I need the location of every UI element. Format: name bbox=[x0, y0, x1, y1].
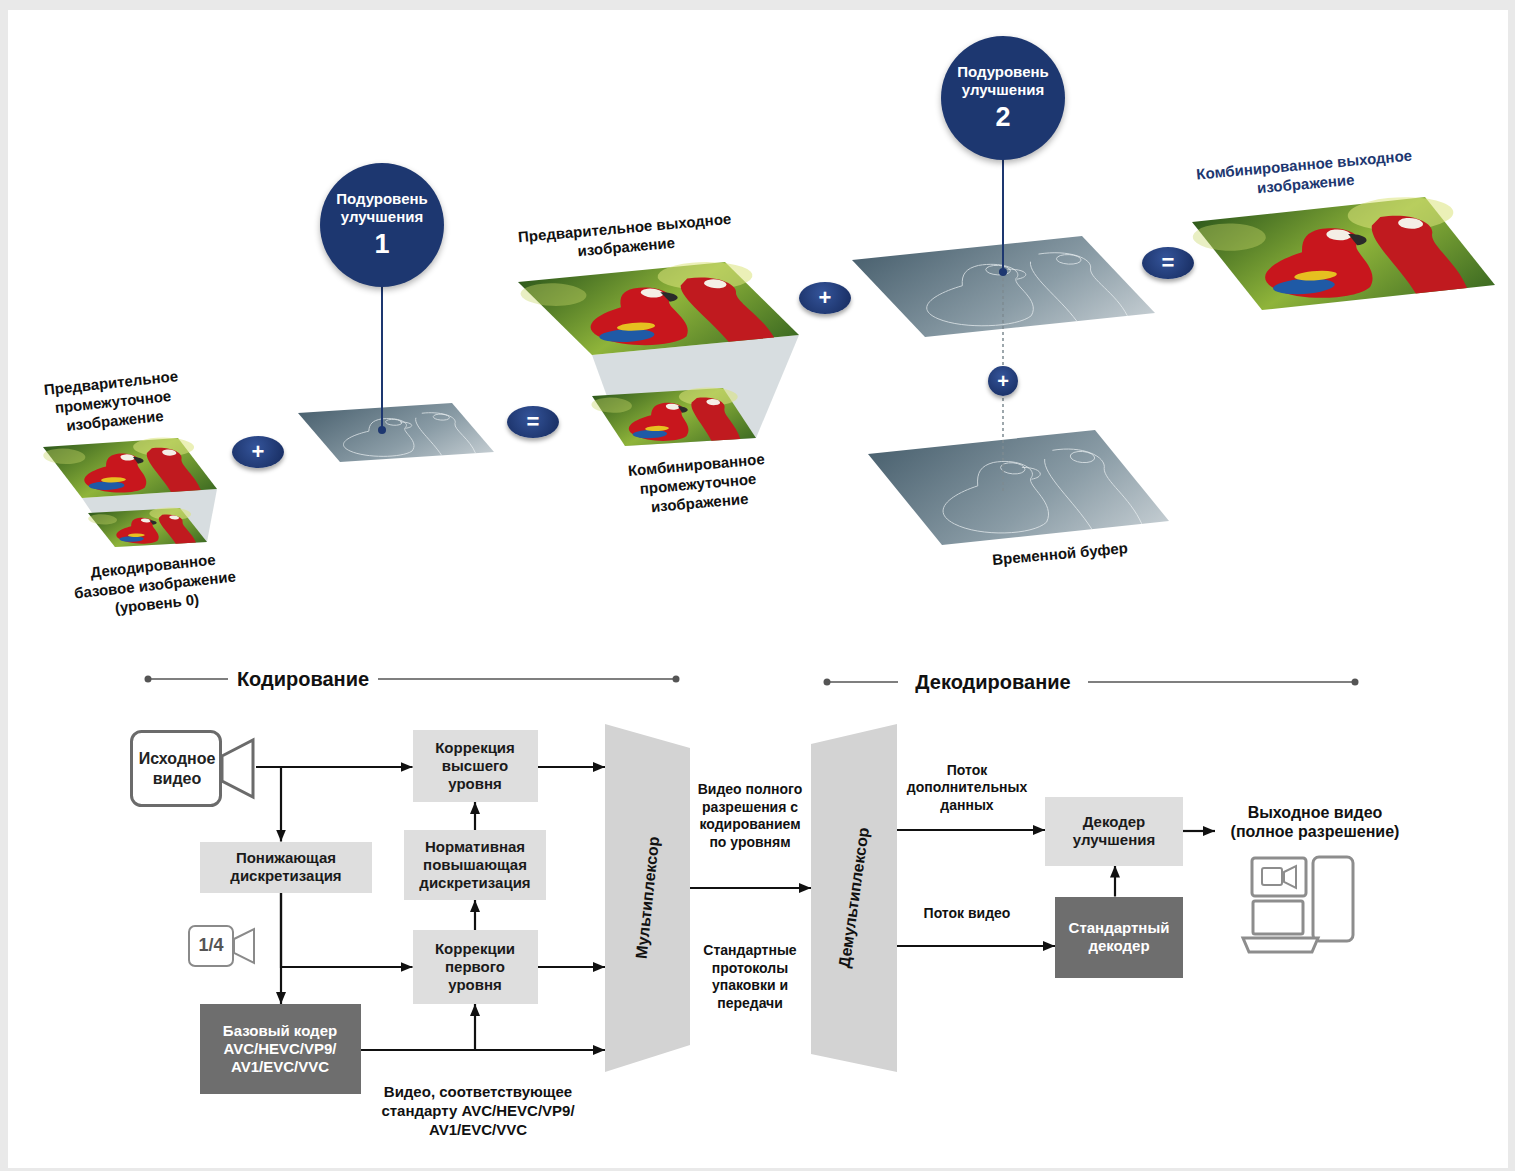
section-heading: Декодирование bbox=[898, 670, 1088, 695]
camera-body bbox=[189, 926, 233, 966]
node-label: + bbox=[997, 371, 1009, 391]
rule-dot bbox=[145, 676, 152, 683]
node-label: = bbox=[527, 411, 540, 433]
node-label: Выходное видео (полное разрешение) bbox=[1219, 803, 1411, 841]
leader-dot bbox=[378, 426, 386, 434]
image-caption: Предварительное промежуточное изображени… bbox=[26, 365, 201, 439]
monitor-icon bbox=[1252, 858, 1306, 896]
flow-arrow bbox=[538, 766, 606, 768]
camera-body bbox=[132, 732, 221, 806]
image-caption: Временной буфер bbox=[960, 536, 1161, 572]
enhancement-badge: Подуровень улучшения 1 bbox=[320, 163, 444, 287]
node-label: Подуровень улучшения bbox=[320, 190, 444, 226]
node-number: 1 bbox=[374, 230, 389, 260]
camera-glyph bbox=[1262, 868, 1282, 885]
laptop-screen bbox=[1253, 901, 1303, 934]
flow-arrow bbox=[474, 802, 476, 830]
flow-arrow bbox=[690, 887, 811, 889]
process-box: Понижающая дискретизация bbox=[200, 842, 372, 893]
stream-note: Видео полного разрешения с кодированием … bbox=[696, 781, 804, 851]
stream-note: Стандартные протоколы упаковки и передач… bbox=[696, 942, 804, 1012]
enhancement-badge: Подуровень улучшения 2 bbox=[941, 36, 1065, 160]
codec-box: Стандартный декодер bbox=[1055, 897, 1183, 978]
operator-chip: + bbox=[799, 282, 851, 314]
multiplexer-shape: Мультиплексор bbox=[605, 724, 690, 1072]
devices-icon bbox=[1243, 857, 1353, 952]
node-label: Коррекции первого уровня bbox=[421, 940, 530, 994]
preliminary-intermediate-image bbox=[35, 436, 226, 499]
combined-output-image bbox=[1178, 193, 1511, 312]
rule-dot bbox=[824, 679, 831, 686]
flow-arrow bbox=[1114, 866, 1116, 897]
operator-chip: + bbox=[988, 366, 1018, 396]
preliminary-output-image bbox=[505, 258, 813, 356]
image-caption: Предварительное выходное изображение bbox=[516, 210, 733, 266]
node-label: Подуровень улучшения bbox=[941, 63, 1065, 99]
leader-dot bbox=[999, 268, 1007, 276]
section-heading: Кодирование bbox=[228, 667, 378, 692]
projection-frustum bbox=[82, 489, 217, 547]
node-label: Понижающая дискретизация bbox=[208, 849, 364, 885]
laptop-base bbox=[1243, 938, 1318, 952]
camera-icon: 1/4 bbox=[188, 925, 256, 967]
node-label: Исходное видео bbox=[134, 749, 220, 787]
camera-box: Исходное видео bbox=[130, 730, 256, 807]
base-image bbox=[83, 507, 214, 548]
rule-dot bbox=[1352, 679, 1359, 686]
flow-arrow bbox=[474, 900, 476, 930]
node-label: 1/4 bbox=[198, 935, 223, 957]
camera-glyph bbox=[1284, 866, 1296, 888]
node-label: Базовый кодер AVC/HEVC/VP9/ AV1/EVC/VVC bbox=[206, 1022, 355, 1076]
node-label: = bbox=[1162, 252, 1175, 274]
node-label: Нормативная повышающая дискретизация bbox=[412, 838, 538, 892]
process-box: Коррекция высшего уровня bbox=[413, 730, 538, 802]
rule-dot bbox=[673, 676, 680, 683]
shape-outline bbox=[130, 730, 256, 807]
multiplexer-trapezoid bbox=[605, 724, 690, 1072]
camera-lens bbox=[234, 929, 254, 963]
flow-arrow bbox=[1183, 830, 1215, 832]
process-box: Коррекции первого уровня bbox=[413, 930, 538, 1004]
flow-arrow bbox=[897, 945, 1055, 947]
image-caption: Комбинированное промежуточное изображени… bbox=[611, 449, 785, 520]
phone-icon bbox=[1313, 857, 1353, 941]
process-box: Нормативная повышающая дискретизация bbox=[404, 830, 546, 900]
node-label: + bbox=[252, 441, 265, 463]
flow-arrow bbox=[897, 829, 1045, 831]
output-block: Выходное видео (полное разрешение) bbox=[1215, 798, 1415, 846]
image-caption: Комбинированное выходное изображение bbox=[1194, 146, 1416, 203]
flow-arrow bbox=[256, 767, 281, 842]
output-note: Видео, соответствующее стандарту AVC/HEV… bbox=[364, 1083, 592, 1139]
residual-image bbox=[298, 403, 494, 462]
image-caption: Декодированное базовое изображение (уров… bbox=[63, 548, 248, 623]
page-panel bbox=[8, 10, 1508, 1168]
node-label: Декодер улучшения bbox=[1053, 813, 1175, 849]
node-number: 2 bbox=[995, 103, 1010, 133]
camera-lens bbox=[222, 740, 253, 797]
operator-chip: = bbox=[507, 406, 559, 438]
combined-intermediate-image bbox=[584, 386, 765, 446]
edge-label: Поток видео bbox=[917, 905, 1017, 923]
demultiplexer-shape: Демультиплексор bbox=[811, 724, 897, 1072]
operator-chip: = bbox=[1142, 247, 1194, 279]
flow-arrow bbox=[538, 966, 606, 968]
edge-label: Поток дополнительных данных bbox=[902, 762, 1032, 815]
demultiplexer-trapezoid bbox=[811, 724, 897, 1072]
codec-box: Базовый кодер AVC/HEVC/VP9/ AV1/EVC/VVC bbox=[200, 1004, 361, 1094]
node-label: + bbox=[819, 287, 832, 309]
node-label: Коррекция высшего уровня bbox=[421, 739, 530, 793]
flow-arrow bbox=[281, 893, 413, 968]
operator-chip: + bbox=[232, 436, 284, 468]
temporal-buffer-image bbox=[868, 430, 1169, 545]
process-box: Декодер улучшения bbox=[1045, 797, 1183, 866]
node-label: Стандартный декодер bbox=[1061, 919, 1177, 955]
flow-arrow bbox=[361, 1004, 476, 1050]
